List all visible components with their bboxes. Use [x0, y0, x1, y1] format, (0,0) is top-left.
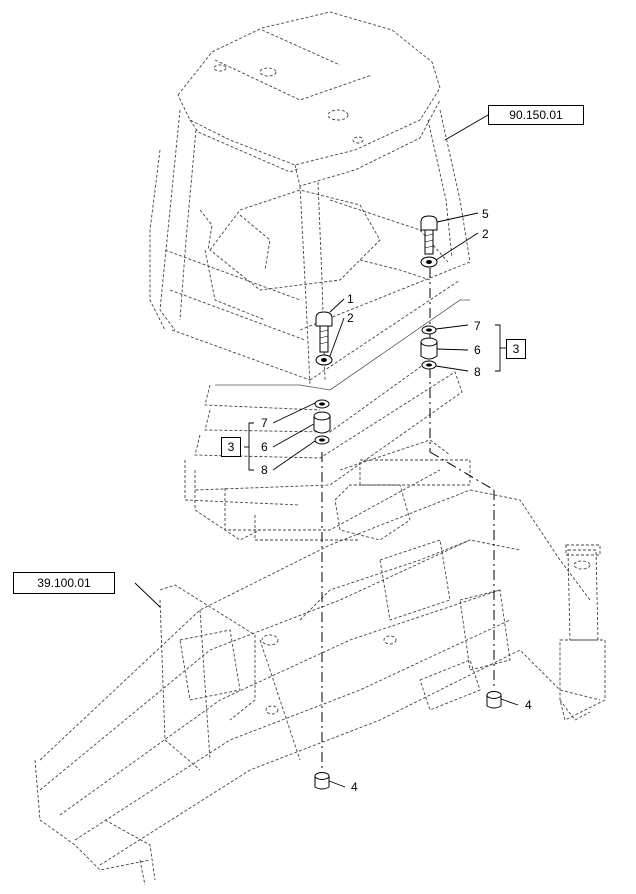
- callout-bolt-left: 1: [347, 292, 354, 306]
- mount-left: [313, 411, 331, 434]
- callout-washer-right: 2: [482, 227, 489, 241]
- callout-lower-washer-right: 8: [474, 365, 481, 379]
- bolt-left: [315, 311, 333, 353]
- callout-bolt-right: 5: [482, 207, 489, 221]
- cab-reference-box[interactable]: 90.150.01: [488, 105, 584, 125]
- kit-box-left[interactable]: 3: [221, 437, 241, 457]
- bushing-right: [486, 691, 502, 709]
- upper-washer-left: [314, 399, 330, 409]
- cab-outline: [149, 11, 471, 386]
- callout-upper-washer-left: 7: [261, 416, 268, 430]
- lower-washer-right: [421, 360, 437, 370]
- lower-washer-left: [314, 435, 330, 445]
- leader-lines: [134, 114, 519, 788]
- chassis-frame: [34, 484, 606, 886]
- fender-panels: [184, 299, 471, 541]
- callout-mount-left: 6: [261, 440, 268, 454]
- washer-right: [420, 256, 438, 268]
- frame-reference-box[interactable]: 39.100.01: [13, 572, 115, 594]
- callout-numbers: 1 2 5 2 7 6 8 7 6 8 4 4: [261, 207, 532, 794]
- upper-washer-right: [421, 325, 437, 335]
- right-mount-axis-diagonal: [429, 451, 495, 491]
- kit-box-right[interactable]: 3: [506, 339, 526, 359]
- callout-bushing-right: 4: [525, 698, 532, 712]
- bushing-left: [314, 772, 330, 790]
- callout-bushing-left: 4: [351, 780, 358, 794]
- bolt-right: [420, 215, 438, 255]
- washer-left: [315, 354, 333, 366]
- callout-lower-washer-left: 8: [261, 463, 268, 477]
- callout-mount-right: 6: [474, 343, 481, 357]
- mount-right: [420, 337, 438, 360]
- callout-upper-washer-right: 7: [474, 319, 481, 333]
- callout-washer-left: 2: [347, 311, 354, 325]
